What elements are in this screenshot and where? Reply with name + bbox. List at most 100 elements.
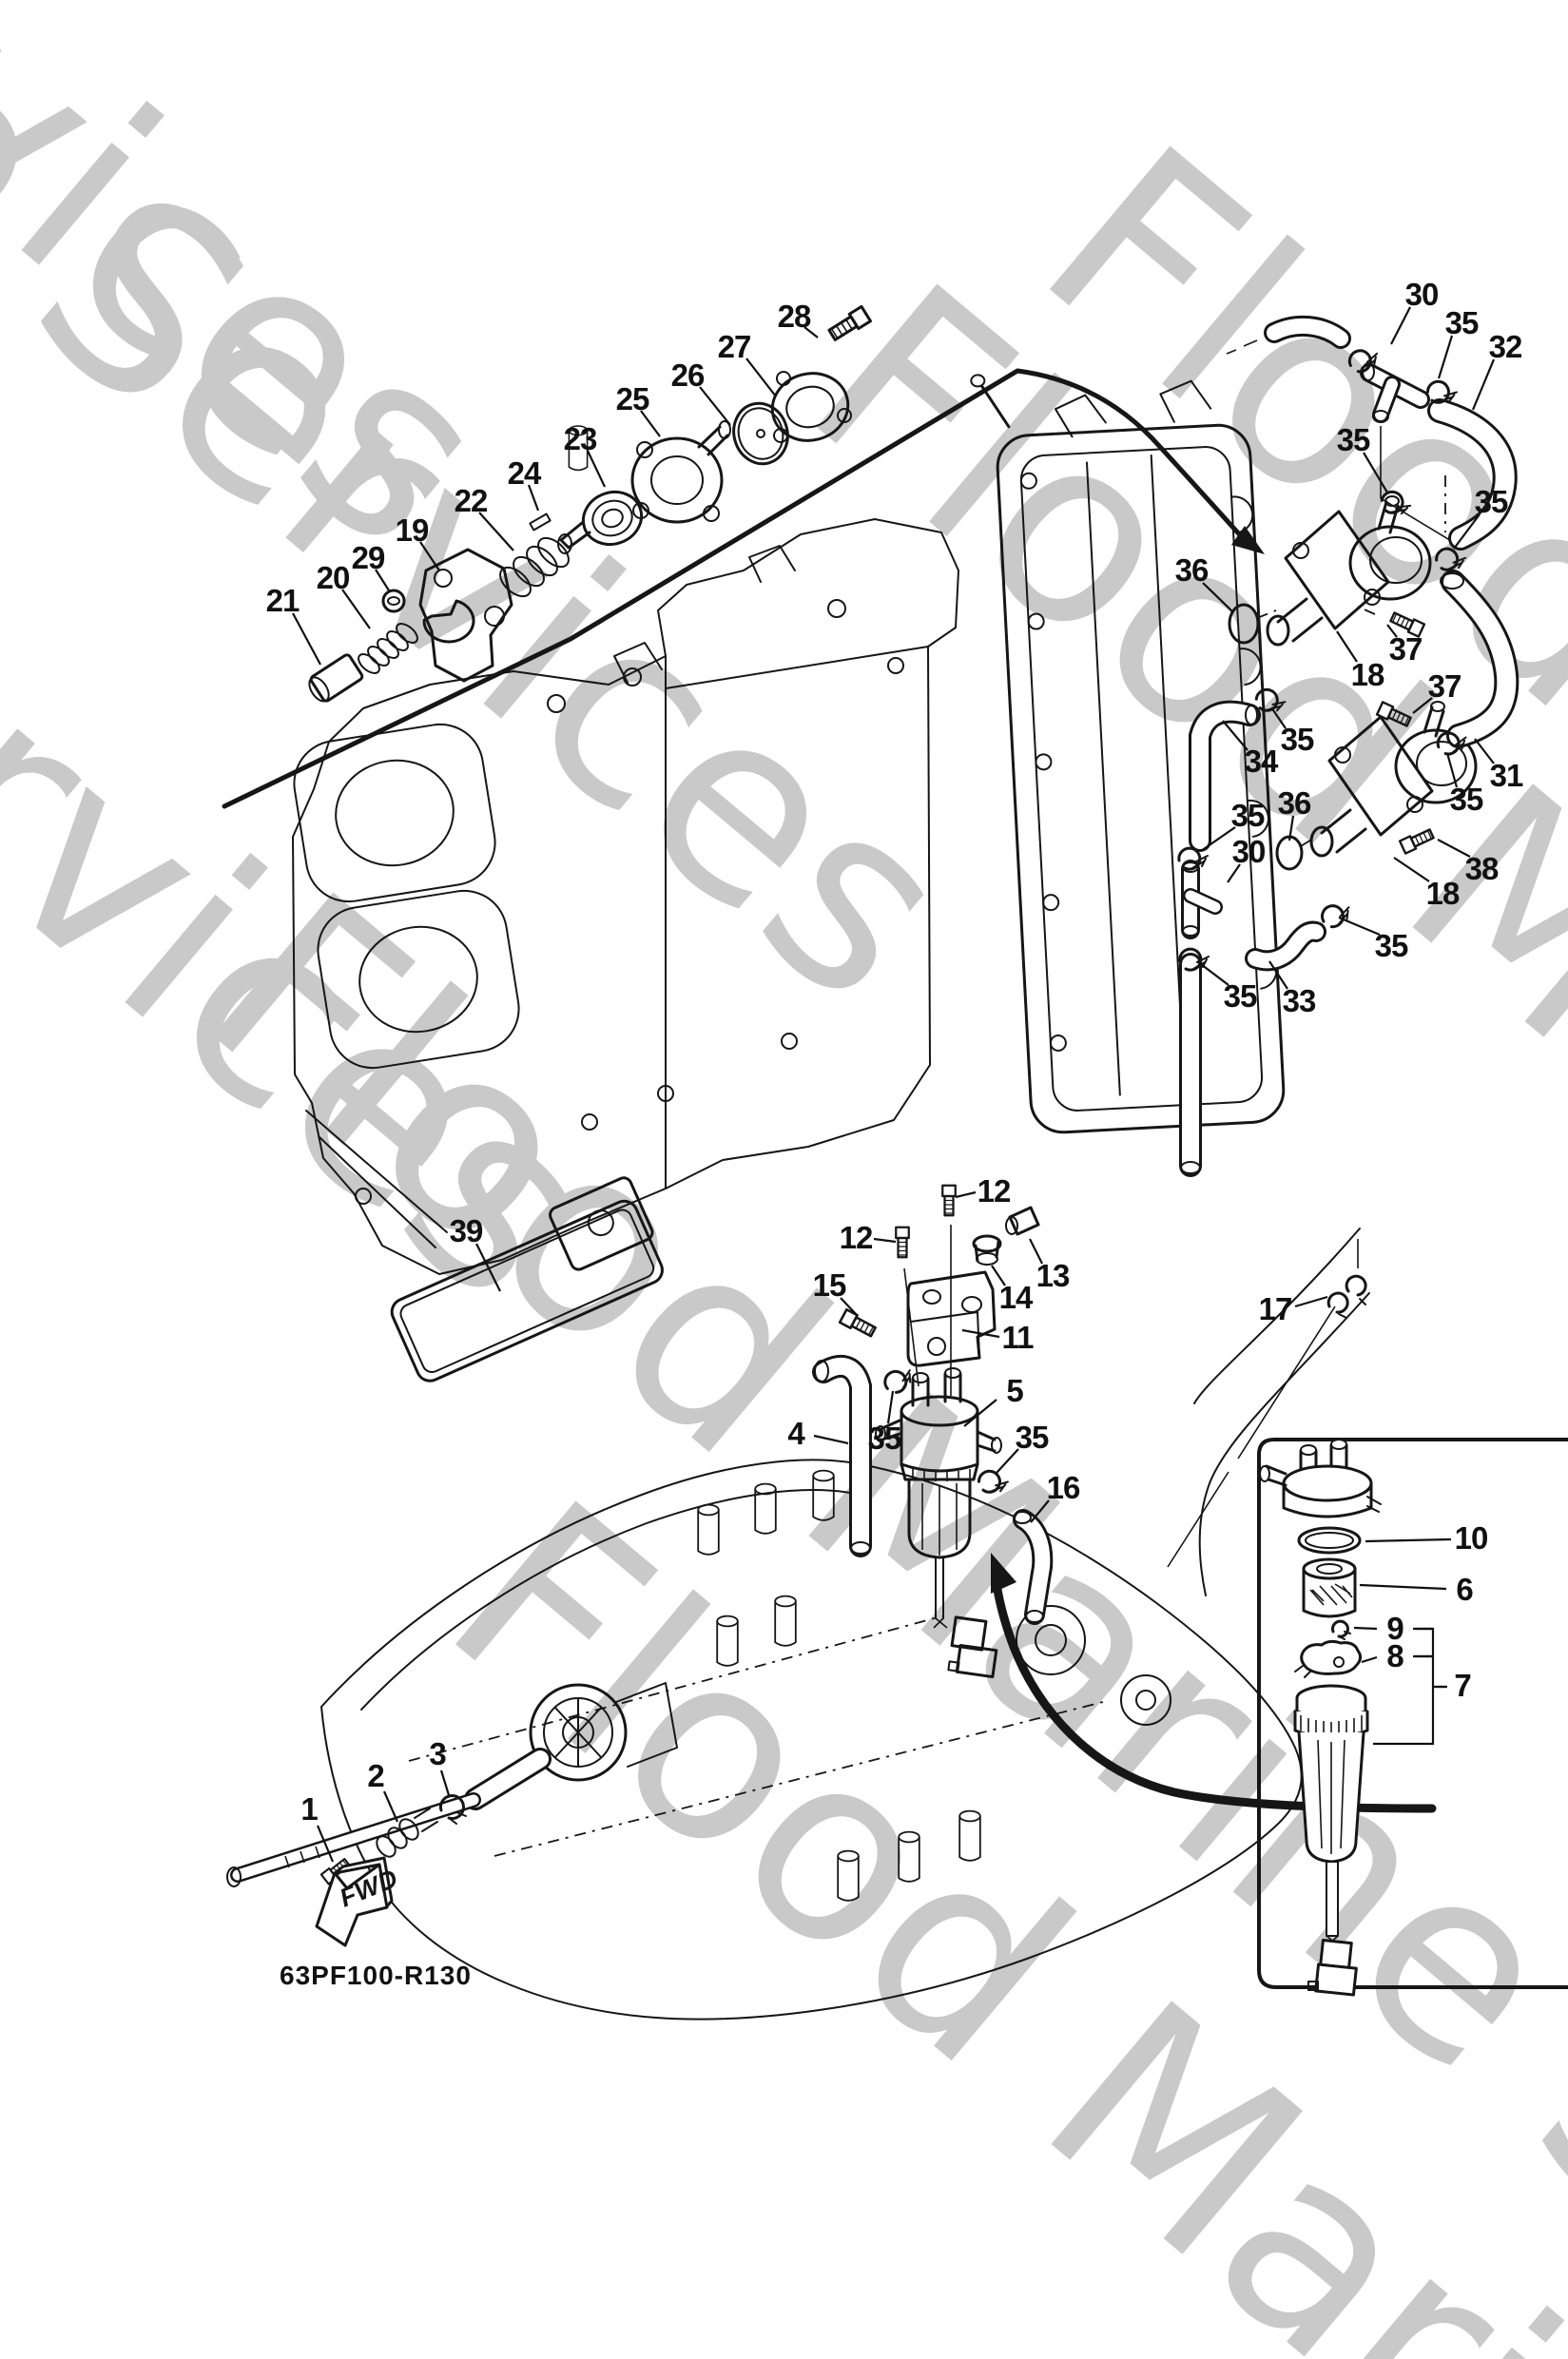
fuel-hoses-right xyxy=(1177,315,1520,1177)
callout-35: 35 xyxy=(1474,484,1509,519)
callout-33: 33 xyxy=(1282,983,1317,1018)
callout-28: 28 xyxy=(777,299,812,334)
leader-line-32 xyxy=(1471,358,1496,411)
fuel-pump-2 xyxy=(1309,701,1478,858)
parts-box xyxy=(1257,1438,1568,1997)
plunger-part-21 xyxy=(308,653,364,703)
callout-30: 30 xyxy=(1404,277,1440,312)
leader-line-35 xyxy=(996,1448,1019,1474)
o-ring-10 xyxy=(1297,1526,1362,1555)
callout-1: 1 xyxy=(300,1791,318,1827)
leader-line-4 xyxy=(813,1434,849,1445)
leader-line-29 xyxy=(375,569,390,591)
leader-line-12 xyxy=(955,1190,977,1199)
callout-35: 35 xyxy=(1015,1420,1050,1455)
callout-35: 35 xyxy=(1336,422,1371,457)
leader-line-38 xyxy=(1437,839,1471,858)
collar-part-13 xyxy=(1005,1206,1040,1236)
callout-30: 30 xyxy=(1231,834,1267,869)
callout-11: 11 xyxy=(1001,1320,1035,1355)
leader-line-35 xyxy=(1200,826,1236,852)
leader-line-36 xyxy=(1287,815,1295,841)
leader-line-36 xyxy=(1202,582,1234,613)
leader-line-35 xyxy=(1363,452,1388,493)
callout-19: 19 xyxy=(395,512,430,548)
leader-line-35 xyxy=(1437,335,1454,379)
leader-line-35 xyxy=(1196,960,1229,986)
callout-10: 10 xyxy=(1454,1520,1489,1556)
callout-15: 15 xyxy=(812,1267,847,1303)
callout-12: 12 xyxy=(977,1173,1012,1209)
leader-line-6 xyxy=(1359,1583,1447,1591)
pump-cover-part-27 xyxy=(770,371,852,443)
leader-line-13 xyxy=(1029,1238,1043,1265)
diaphragm-assy-part-23 xyxy=(557,491,644,554)
callout-21: 21 xyxy=(265,583,300,618)
leader-line-8 xyxy=(1361,1655,1378,1664)
callout-24: 24 xyxy=(507,455,542,491)
leader-line-37 xyxy=(1412,697,1433,714)
box-connector xyxy=(1307,1935,1358,1997)
callout-39: 39 xyxy=(449,1213,484,1248)
clip-9 xyxy=(1330,1619,1351,1640)
leader-line-27 xyxy=(745,358,777,397)
grommet-part-14 xyxy=(972,1234,1002,1266)
callout-8: 8 xyxy=(1386,1638,1403,1673)
callout-5: 5 xyxy=(1006,1373,1023,1408)
callout-29: 29 xyxy=(351,540,386,575)
callout-35: 35 xyxy=(1230,798,1266,833)
exploded-pump-parts xyxy=(308,304,872,703)
leader-line-30 xyxy=(1390,306,1411,345)
leader-line-35 xyxy=(1445,752,1459,788)
callout-16: 16 xyxy=(1046,1470,1081,1505)
callout-36: 36 xyxy=(1174,552,1210,588)
t-fitting-30a xyxy=(1360,362,1430,423)
callout-20: 20 xyxy=(316,560,351,595)
bracket-part-19 xyxy=(418,548,513,683)
callout-35: 35 xyxy=(867,1421,902,1456)
callout-38: 38 xyxy=(1464,851,1500,886)
callout-26: 26 xyxy=(670,358,706,393)
callout-3: 3 xyxy=(429,1736,446,1771)
diaphragm-part-26 xyxy=(732,401,789,466)
engine-block xyxy=(292,425,959,1275)
callout-18: 18 xyxy=(1350,657,1385,692)
callout-37: 37 xyxy=(1388,631,1423,667)
leader-line-24 xyxy=(527,484,540,512)
filter-head-5 xyxy=(875,1367,1002,1559)
leader-line-37 xyxy=(1386,624,1398,638)
o-ring-36a xyxy=(1228,603,1277,645)
filter-bracket-11 xyxy=(906,1270,997,1367)
leader-line-25 xyxy=(640,410,661,437)
fuel-filter-assembly xyxy=(812,1184,1367,1679)
leader-line-22 xyxy=(478,512,514,551)
callout-35: 35 xyxy=(1280,722,1315,757)
spring-part-20 xyxy=(358,623,418,674)
clip-part-3 xyxy=(439,1794,467,1825)
leader-line-1 xyxy=(316,1825,335,1863)
leader-line-20 xyxy=(341,589,371,629)
cylinder-head-cover xyxy=(970,374,1286,1134)
leader-line-14 xyxy=(991,1265,1006,1286)
leader-line-11 xyxy=(961,1328,1000,1339)
callout-6: 6 xyxy=(1456,1572,1473,1607)
callout-18: 18 xyxy=(1425,876,1461,911)
callout-12: 12 xyxy=(839,1220,874,1255)
leader-line-18 xyxy=(1393,857,1430,882)
callout-35: 35 xyxy=(1223,978,1258,1014)
t-fitting-30b xyxy=(1181,860,1223,939)
callout-25: 25 xyxy=(615,381,650,416)
fuel-sender-connector xyxy=(933,1615,998,1679)
callout-9: 9 xyxy=(1386,1611,1403,1646)
leader-line-34 xyxy=(1222,720,1249,751)
spring-part-22 xyxy=(499,536,570,598)
leader-line-26 xyxy=(699,386,731,426)
callout-13: 13 xyxy=(1036,1258,1071,1293)
leader-line-23 xyxy=(587,450,606,488)
callout-4: 4 xyxy=(787,1416,804,1451)
protector-plate-39 xyxy=(390,1176,664,1383)
leader-line-3 xyxy=(439,1769,451,1796)
